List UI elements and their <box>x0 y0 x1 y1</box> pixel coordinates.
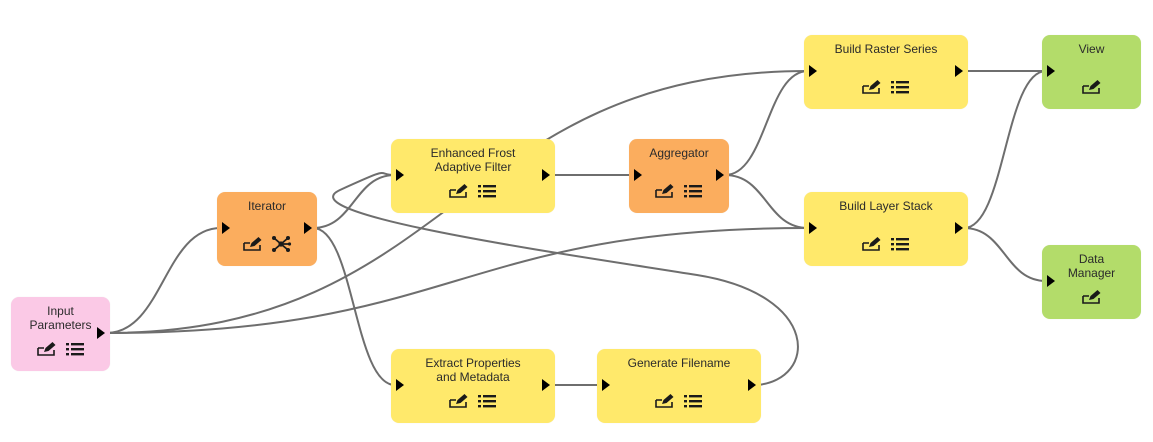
output-port-icon[interactable] <box>97 327 105 339</box>
list-icon[interactable] <box>64 341 86 357</box>
input-port-icon[interactable] <box>809 222 817 234</box>
node-enhanced-frost[interactable]: Enhanced Frost Adaptive Filter <box>391 139 555 213</box>
list-icon[interactable] <box>476 183 498 199</box>
edit-icon[interactable] <box>448 183 470 199</box>
list-icon[interactable] <box>889 79 911 95</box>
output-port-icon[interactable] <box>304 222 312 234</box>
node-label: Data Manager <box>1067 252 1116 280</box>
node-icons <box>629 183 729 199</box>
node-icons <box>804 236 968 252</box>
edit-icon[interactable] <box>1081 79 1103 95</box>
node-build-layer-stack[interactable]: Build Layer Stack <box>804 192 968 266</box>
node-icons <box>217 236 317 252</box>
node-input-parameters[interactable]: Input Parameters <box>11 297 110 371</box>
link-input-parameters-to-iterator[interactable] <box>105 227 222 334</box>
input-port-icon[interactable] <box>396 169 404 181</box>
node-label: Build Raster Series <box>834 42 938 56</box>
list-icon[interactable] <box>889 236 911 252</box>
link-generate-filename-to-enhanced-frost[interactable] <box>332 172 799 386</box>
node-extract-properties[interactable]: Extract Properties and Metadata <box>391 349 555 423</box>
node-label: Iterator <box>247 199 286 213</box>
node-iterator[interactable]: Iterator <box>217 192 317 266</box>
node-icons <box>11 341 110 357</box>
node-build-raster-series[interactable]: Build Raster Series <box>804 35 968 109</box>
edit-icon[interactable] <box>448 393 470 409</box>
link-aggregator-to-build-layer-stack[interactable] <box>724 174 809 229</box>
output-port-icon[interactable] <box>542 379 550 391</box>
node-label: Aggregator <box>649 146 709 160</box>
node-aggregator[interactable]: Aggregator <box>629 139 729 213</box>
node-icons <box>1042 79 1141 95</box>
edit-icon[interactable] <box>861 79 883 95</box>
edit-icon[interactable] <box>36 341 58 357</box>
node-generate-filename[interactable]: Generate Filename <box>597 349 761 423</box>
node-label: Input Parameters <box>29 304 92 332</box>
node-label: View <box>1078 42 1105 56</box>
output-port-icon[interactable] <box>955 65 963 77</box>
input-port-icon[interactable] <box>809 65 817 77</box>
node-icons <box>597 393 761 409</box>
input-port-icon[interactable] <box>602 379 610 391</box>
edit-icon[interactable] <box>242 236 264 252</box>
edit-icon[interactable] <box>654 393 676 409</box>
node-icons <box>391 393 555 409</box>
output-port-icon[interactable] <box>955 222 963 234</box>
output-port-icon[interactable] <box>716 169 724 181</box>
node-icons <box>804 79 968 95</box>
input-port-icon[interactable] <box>396 379 404 391</box>
link-input-parameters-to-build-layer-stack[interactable] <box>105 227 809 334</box>
input-port-icon[interactable] <box>222 222 230 234</box>
network-icon[interactable] <box>270 236 292 252</box>
input-port-icon[interactable] <box>634 169 642 181</box>
node-icons <box>1042 289 1141 305</box>
node-label: Build Layer Stack <box>839 199 933 213</box>
edit-icon[interactable] <box>1081 289 1103 305</box>
node-view[interactable]: View <box>1042 35 1141 109</box>
list-icon[interactable] <box>682 183 704 199</box>
link-aggregator-to-build-raster-series[interactable] <box>724 70 809 176</box>
node-data-manager[interactable]: Data Manager <box>1042 245 1141 319</box>
link-build-layer-stack-to-view[interactable] <box>963 70 1047 229</box>
node-label: Enhanced Frost Adaptive Filter <box>430 146 516 174</box>
list-icon[interactable] <box>476 393 498 409</box>
list-icon[interactable] <box>682 393 704 409</box>
input-port-icon[interactable] <box>1047 275 1055 287</box>
node-label: Generate Filename <box>627 356 731 370</box>
edit-icon[interactable] <box>861 236 883 252</box>
link-build-layer-stack-to-data-manager[interactable] <box>963 227 1047 282</box>
output-port-icon[interactable] <box>542 169 550 181</box>
link-iterator-to-enhanced-frost[interactable] <box>312 174 396 229</box>
node-label: Extract Properties and Metadata <box>425 356 521 384</box>
node-icons <box>391 183 555 199</box>
output-port-icon[interactable] <box>748 379 756 391</box>
input-port-icon[interactable] <box>1047 65 1055 77</box>
edit-icon[interactable] <box>654 183 676 199</box>
link-iterator-to-extract-properties[interactable] <box>312 227 396 386</box>
